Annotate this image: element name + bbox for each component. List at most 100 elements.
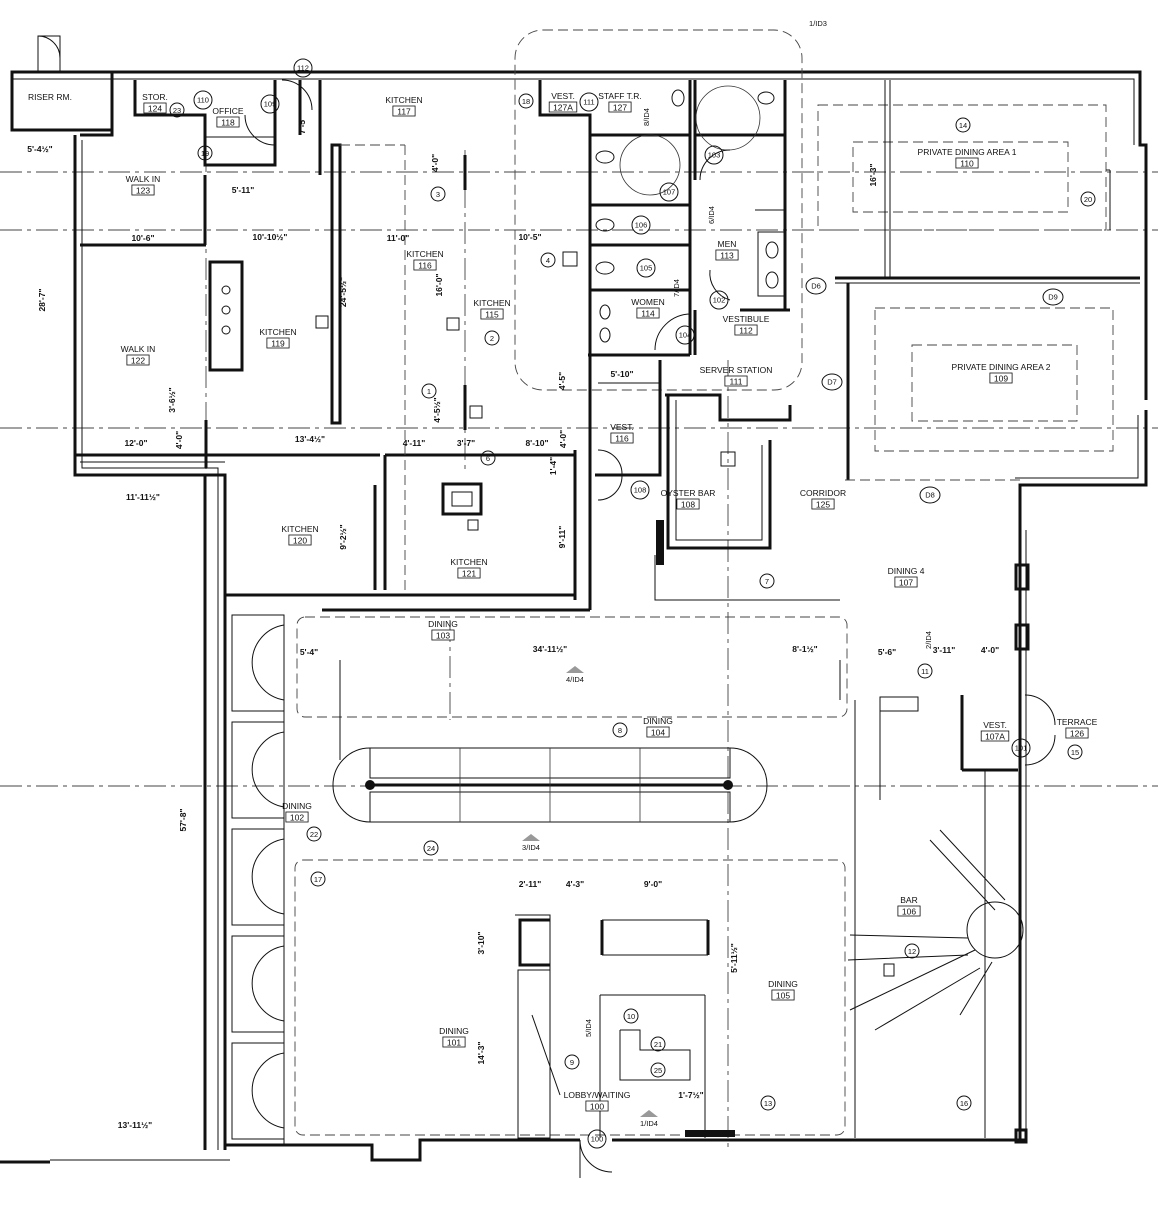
keynote-circle	[540, 252, 556, 268]
dimension-label: 28'-7"	[37, 288, 47, 311]
keynote-circle	[956, 1095, 972, 1111]
keynote-number: 18	[522, 97, 530, 106]
dimension-label: 1'-4"	[548, 457, 558, 475]
keynote-number: 24	[427, 844, 435, 853]
door-type-ellipse	[805, 277, 827, 295]
door-number: 104	[679, 331, 692, 340]
room-number: 106	[902, 907, 916, 917]
keynote-number: 21	[654, 1040, 662, 1049]
room-name: DINING	[439, 1026, 469, 1036]
door-circle	[659, 182, 679, 202]
door-circle	[630, 480, 650, 500]
keynote-tag: 21	[650, 1036, 666, 1052]
keynote-tag: 8	[612, 722, 628, 738]
dimension-label: 3'-11"	[933, 645, 956, 655]
room-name: PRIVATE DINING AREA 2	[952, 362, 1051, 372]
door-type-ellipse	[919, 486, 941, 504]
room-label: VEST.127A	[548, 91, 578, 113]
door-number: 103	[708, 151, 721, 160]
keynote-circle	[169, 102, 185, 118]
section-label: 3/ID4	[522, 843, 540, 852]
room-name: CORRIDOR	[800, 488, 846, 498]
door-circle	[631, 215, 651, 235]
door-type-label: D7	[827, 378, 837, 387]
keynote-number: 17	[314, 875, 322, 884]
room-number: 101	[447, 1038, 461, 1048]
dimension-label: 10'-6"	[131, 233, 154, 243]
room-name: RISER RM.	[28, 92, 72, 102]
room-number: 113	[720, 251, 734, 261]
oyster-bar	[654, 395, 840, 601]
room-name: DINING	[643, 716, 673, 726]
room-number: 109	[994, 374, 1008, 384]
keynote-tag: 12	[904, 943, 920, 959]
keynote-number: 10	[627, 1012, 635, 1021]
door-number: 110	[197, 96, 209, 105]
restroom-core	[514, 29, 803, 477]
keynote-number: 20	[1084, 195, 1092, 204]
section-marks: 1/ID34/ID43/ID45/ID41/ID42/ID46/ID47/ID4…	[522, 19, 933, 1128]
keynote-circle	[430, 186, 446, 202]
keynote-tag: 20	[1080, 191, 1096, 207]
room-number-box	[894, 576, 918, 588]
keynote-tag: 24	[423, 840, 439, 856]
room-name: STAFF T.R.	[598, 91, 642, 101]
keynote-tag: 9	[564, 1054, 580, 1070]
keynote-number: 6	[486, 454, 490, 463]
room-number: 117	[397, 107, 411, 117]
dining-areas	[231, 563, 1030, 1145]
room-number: 126	[1070, 729, 1084, 739]
dimension-label: 11'-0"	[387, 233, 410, 243]
keynote-circle	[650, 1036, 666, 1052]
room-number: 116	[615, 434, 629, 444]
room-number: 125	[816, 500, 830, 510]
room-number: 102	[290, 813, 304, 823]
room-name: BAR	[900, 895, 917, 905]
room-name: KITCHEN	[259, 327, 296, 337]
door-number: 112	[297, 64, 309, 73]
room-name: WALK IN	[121, 344, 156, 354]
room-name: OYSTER BAR	[661, 488, 716, 498]
door-number: 111	[583, 98, 594, 107]
door-number: 107	[663, 188, 676, 197]
room-number: 108	[681, 500, 695, 510]
room-number: 107A	[985, 732, 1005, 742]
room-number-box	[715, 249, 739, 261]
room-label: PRIVATE DINING AREA 2 109	[952, 362, 1051, 384]
room-number: 124	[148, 104, 162, 114]
keynote-number: 2	[490, 334, 494, 343]
dimension-label: 11'-11½"	[126, 492, 160, 502]
dimension-label: 5'-4½"	[27, 144, 52, 154]
keynote-circle	[306, 826, 322, 842]
dimension-label: 13'-11½"	[118, 1120, 152, 1130]
door-number-tag: 105	[636, 258, 656, 278]
keynote-number: 14	[959, 121, 967, 130]
door-number: 105	[640, 264, 653, 273]
room-number: 120	[293, 536, 307, 546]
door-type-ellipse	[1042, 288, 1064, 306]
keynote-circle	[917, 663, 933, 679]
door-type-tag: D7	[821, 373, 843, 391]
dimension-label: 7'-5"	[297, 116, 307, 134]
room-number-box	[636, 307, 660, 319]
room-name: KITCHEN	[406, 249, 443, 259]
keynote-number: 4	[546, 256, 550, 265]
room-number: 121	[462, 569, 476, 579]
section-label: 1/ID4	[640, 1119, 658, 1128]
keynote-tag: 25	[650, 1062, 666, 1078]
door-number: 109	[264, 100, 277, 109]
keynote-tag: 17	[310, 871, 326, 887]
keynote-circle	[518, 93, 534, 109]
keynote-number: 3	[436, 190, 440, 199]
room-label: OYSTER BAR 108	[661, 488, 716, 510]
door-type-ellipse	[821, 373, 843, 391]
keynote-circle	[197, 145, 213, 161]
room-number-box	[676, 498, 700, 510]
